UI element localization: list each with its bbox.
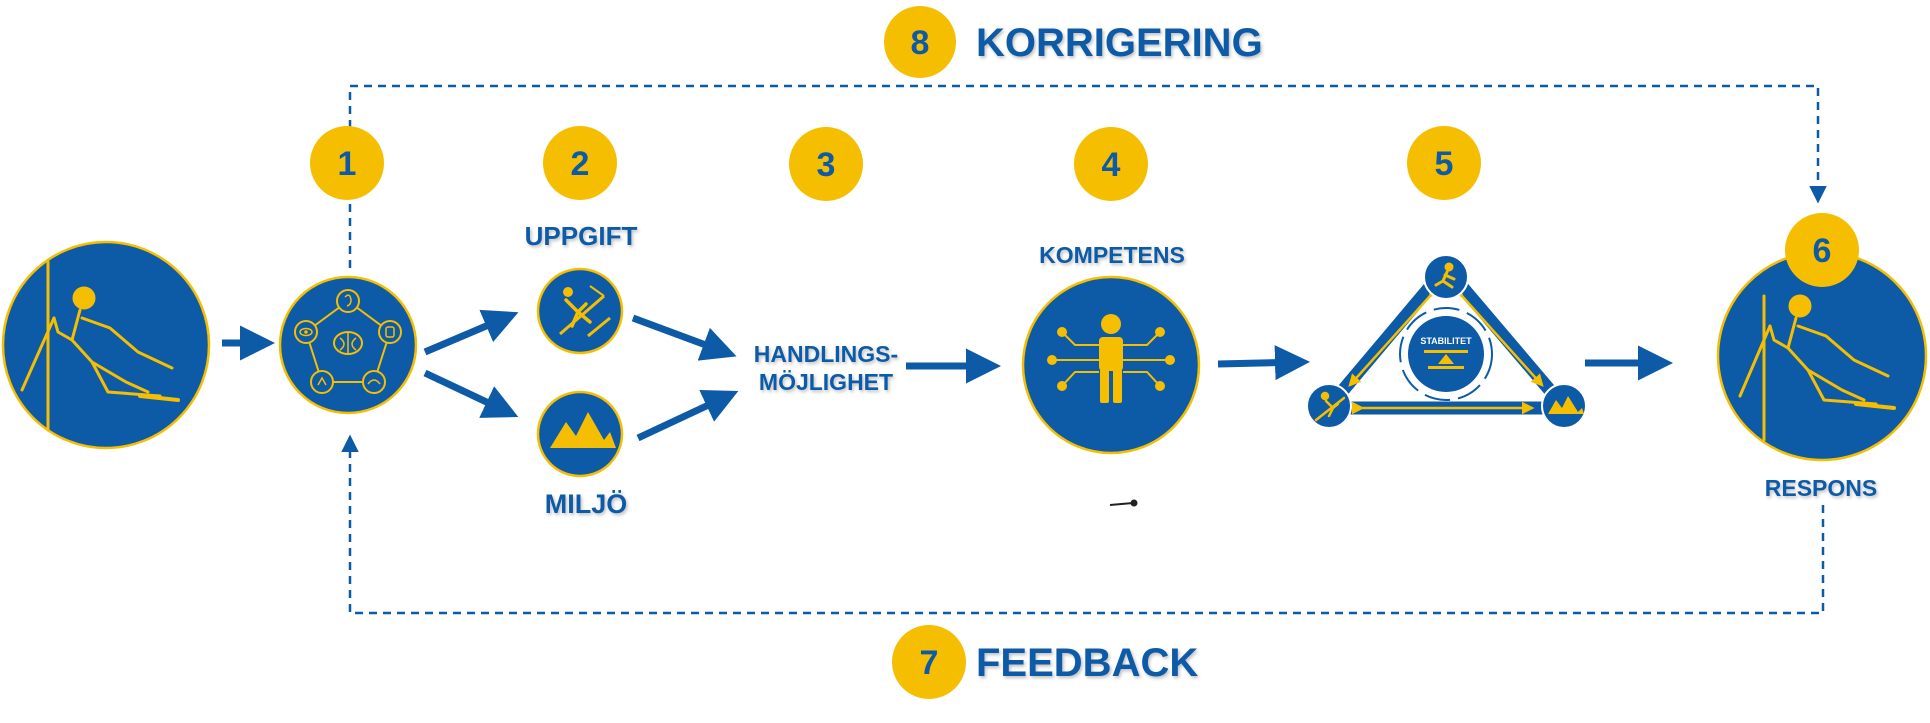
badge-3: 3 (789, 127, 863, 201)
svg-text:3: 3 (817, 146, 836, 184)
skiing-task-icon (536, 267, 624, 355)
respons-label: RESPONS (1765, 475, 1877, 501)
svg-text:2: 2 (571, 145, 590, 183)
uppgift-label: UPPGIFT (525, 221, 638, 251)
handlings-label-line2: MÖJLIGHET (759, 369, 893, 395)
svg-text:8: 8 (911, 24, 930, 62)
svg-text:7: 7 (920, 644, 939, 682)
arrow-kompetens-to-stabilitet (1217, 345, 1310, 381)
arrow-uppgift-to-handling (631, 314, 737, 361)
senses-icon (278, 275, 418, 415)
arrow-miljo-to-handling (636, 390, 739, 442)
arrow-senses-to-uppgift (423, 309, 519, 356)
svg-text:5: 5 (1435, 145, 1454, 183)
mountain-icon (536, 390, 624, 478)
badge-5: 5 (1407, 126, 1481, 200)
badge-8: 8 (884, 6, 956, 78)
svg-text:1: 1 (338, 145, 357, 183)
person-competence-icon (1021, 275, 1201, 455)
svg-text:4: 4 (1102, 146, 1121, 184)
small-pin-icon (1109, 499, 1138, 507)
korrigering-label: KORRIGERING (976, 21, 1263, 65)
skier-icon (1, 240, 211, 450)
svg-text:6: 6 (1813, 232, 1832, 270)
badge-6: 6 (1785, 213, 1859, 287)
feedback-label: FEEDBACK (976, 641, 1198, 685)
badge-7: 7 (892, 625, 966, 699)
arrow-senses-to-miljo (423, 369, 519, 418)
handlings-label-line1: HANDLINGS- (754, 341, 898, 367)
badge-4: 4 (1074, 127, 1148, 201)
stabilitet-label: STABILITET (1420, 336, 1472, 346)
flow-arrows (222, 309, 1673, 442)
badge-1: 1 (310, 126, 384, 200)
stability-triangle-icon: STABILITET (1306, 254, 1587, 429)
miljo-label: MILJÖ (545, 489, 628, 519)
badge-2: 2 (543, 126, 617, 200)
kompetens-label: KOMPETENS (1039, 242, 1185, 268)
feedback-loop (341, 434, 1825, 615)
